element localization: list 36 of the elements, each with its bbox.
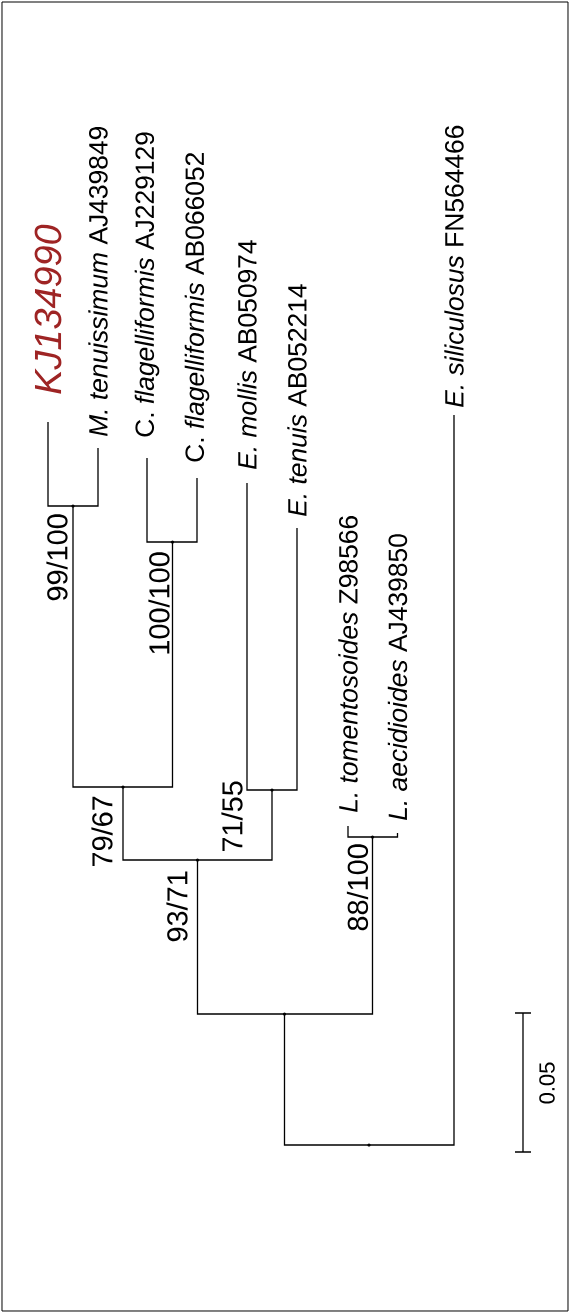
tree-branch	[196, 859, 286, 1015]
tree-branch	[368, 414, 455, 1146]
tree-branch	[72, 447, 99, 507]
scale-label: 0.05	[539, 1062, 555, 1104]
tree-branch	[271, 527, 298, 791]
tree-branch	[146, 457, 174, 543]
bootstrap-value: 79/67	[91, 796, 113, 866]
tree-branch	[72, 505, 124, 788]
tree-branch	[122, 541, 174, 788]
tree-branch	[196, 789, 273, 861]
taxon-label: E. mollis AB050974	[237, 240, 257, 469]
tree-junction	[195, 858, 200, 862]
taxon-label: E. tenuis AB052214	[287, 284, 307, 516]
tree-branch	[347, 825, 374, 838]
tree-junction	[170, 540, 175, 544]
tree-junction	[370, 835, 375, 839]
taxon-label: C. flagelliformis AB066052	[184, 153, 210, 462]
tree-branch	[371, 832, 399, 838]
tree-branch	[283, 836, 374, 1015]
bootstrap-value: 71/55	[221, 781, 243, 851]
taxon-label: KJ134990	[34, 224, 62, 394]
tree-branch	[171, 477, 198, 543]
tree-branch	[283, 1013, 370, 1146]
taxon-label: L. tomentosoides Z98566	[338, 516, 358, 812]
tree-branch	[122, 786, 199, 861]
taxon-label: L. aecidioides AJ439850	[387, 534, 408, 820]
bootstrap-value: 99/100	[46, 514, 68, 601]
tree-junction	[282, 1012, 287, 1016]
tree-branch	[47, 421, 74, 507]
bootstrap-value: 93/71	[166, 871, 188, 942]
bootstrap-value: 88/100	[346, 844, 369, 931]
taxon-label: M. tenuissimum AJ439849	[88, 127, 108, 436]
taxon-label: C. flagelliformis AJ229129	[134, 132, 160, 437]
bootstrap-value: 100/100	[148, 552, 170, 654]
taxon-label: E. siliculosus FN564466	[444, 125, 464, 407]
tree-branch	[246, 482, 273, 791]
